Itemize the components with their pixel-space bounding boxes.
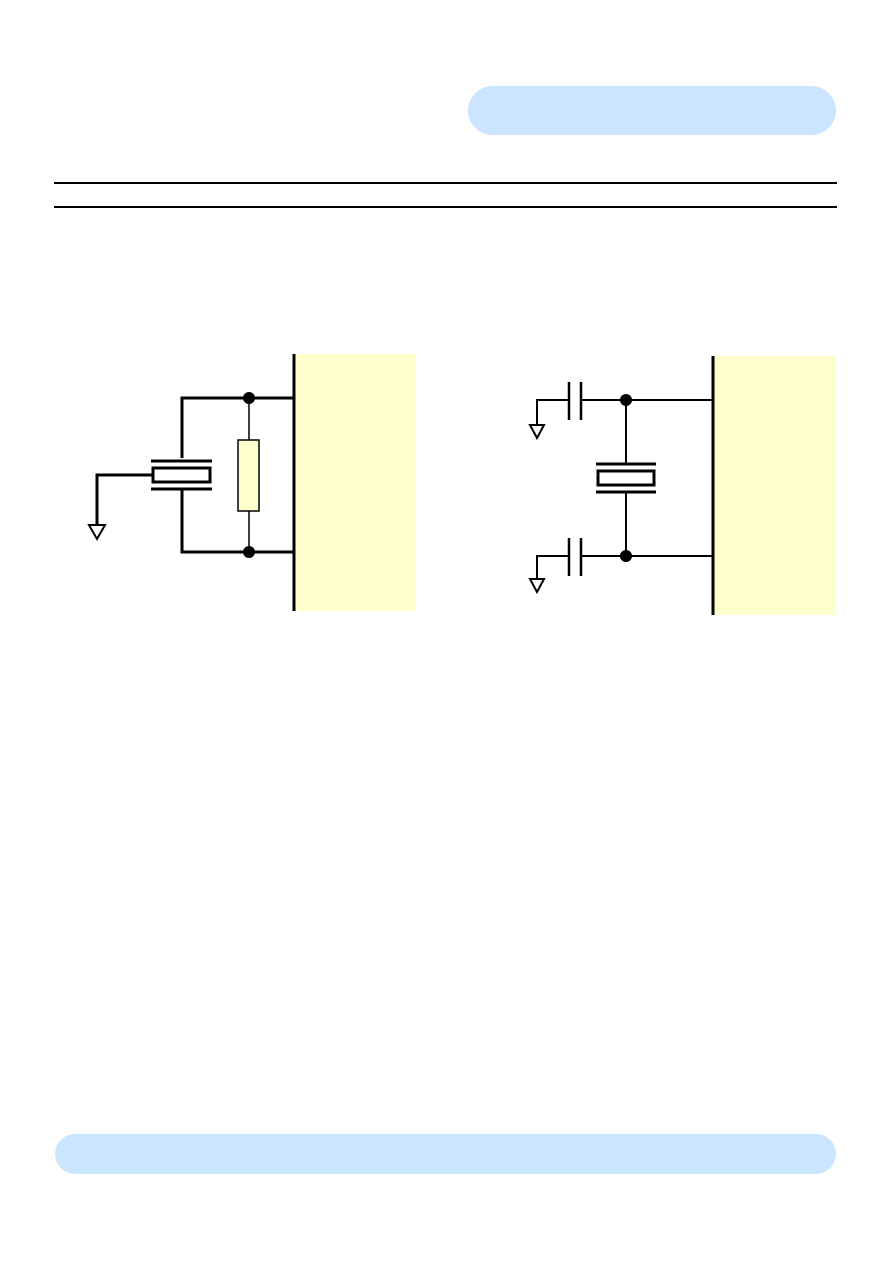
oscillator-schematics [87, 354, 836, 615]
left-crystal-resonator [151, 459, 212, 491]
header-banner [468, 86, 836, 135]
right-crystal-resonator [596, 462, 656, 494]
feedback-resistor [237, 439, 260, 512]
left-junction-bottom [243, 546, 255, 558]
header-rule-top [54, 182, 837, 184]
ground-icon [87, 524, 107, 542]
left-top-wire [180, 396, 294, 458]
left-bottom-wire [180, 490, 294, 554]
footer-banner [55, 1134, 836, 1174]
ground-icon [528, 578, 546, 595]
bottom-capacitor [567, 538, 583, 576]
right-oscillator-circuit [528, 356, 836, 615]
right-bottom-ground-wire [536, 555, 568, 579]
header-rule-bottom [54, 206, 837, 208]
top-capacitor [567, 382, 583, 420]
left-chip-body [294, 354, 416, 611]
left-oscillator-circuit [87, 354, 416, 611]
right-junction-bottom [620, 550, 632, 562]
ground-icon [528, 424, 546, 441]
left-ground-wire [95, 473, 153, 525]
right-top-ground-wire [536, 399, 568, 425]
right-junction-top [620, 394, 632, 406]
left-junction-top [243, 392, 255, 404]
right-chip-body [713, 356, 836, 615]
